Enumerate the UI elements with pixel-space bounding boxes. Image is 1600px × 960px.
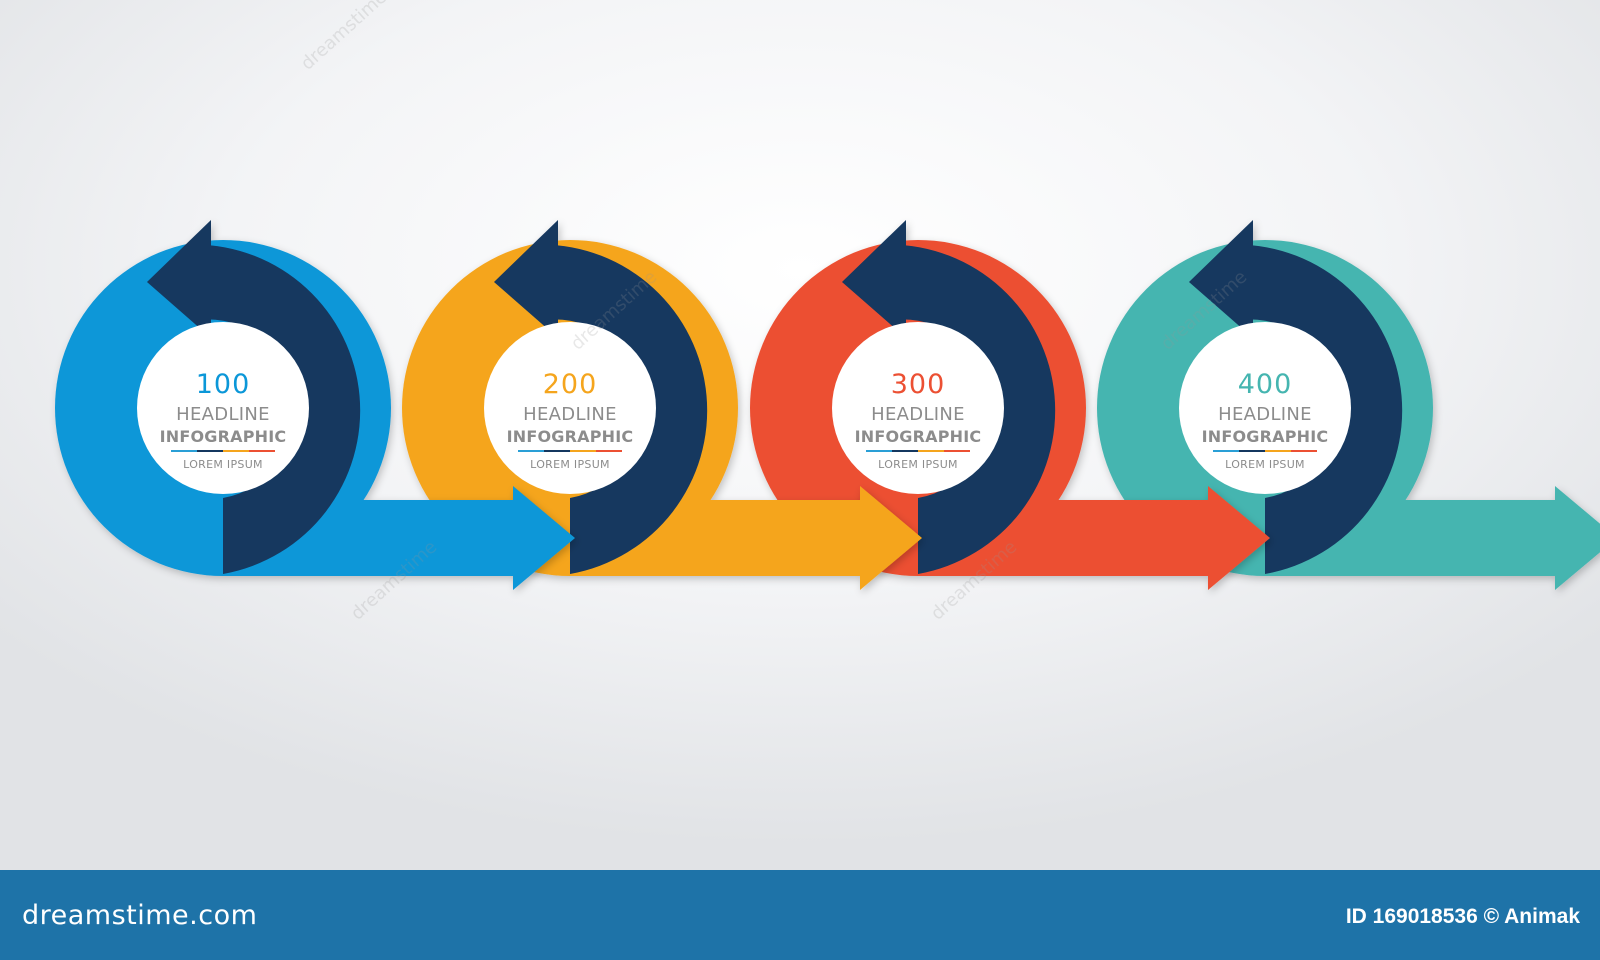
step-caption: LOREM IPSUM <box>1225 458 1305 471</box>
step-number: 300 <box>890 369 946 400</box>
footer-logo[interactable]: dreamstime.com <box>22 900 258 931</box>
step-subtitle: INFOGRAPHIC <box>854 427 982 446</box>
step-number: 200 <box>542 369 598 400</box>
step-underline <box>171 450 275 452</box>
step-underline <box>518 450 622 452</box>
step-caption: LOREM IPSUM <box>878 458 958 471</box>
step-group <box>402 219 922 590</box>
infographic-diagram <box>55 219 1600 590</box>
step-caption: LOREM IPSUM <box>530 458 610 471</box>
step-headline: HEADLINE <box>176 404 270 425</box>
step-dark-arc <box>541 244 708 574</box>
step-caption: LOREM IPSUM <box>183 458 263 471</box>
step-arc-arrowhead-icon <box>147 219 211 338</box>
step-headline: HEADLINE <box>523 404 617 425</box>
step-dark-arc <box>194 244 361 574</box>
step-underline <box>866 450 970 452</box>
step-number: 400 <box>1237 369 1293 400</box>
step-arc-arrowhead-icon <box>842 219 906 338</box>
step-number: 100 <box>195 369 251 400</box>
step-headline: HEADLINE <box>1218 404 1312 425</box>
step-subtitle: INFOGRAPHIC <box>159 427 287 446</box>
step-headline: HEADLINE <box>871 404 965 425</box>
step-subtitle: INFOGRAPHIC <box>1201 427 1329 446</box>
step-dark-arc <box>889 244 1056 574</box>
step-arc-arrowhead-icon <box>1189 219 1253 338</box>
footer-bar: dreamstime.com ID 169018536 © Animak <box>0 870 1600 960</box>
step-subtitle: INFOGRAPHIC <box>506 427 634 446</box>
footer-image-id: ID 169018536 © Animak <box>1345 905 1580 928</box>
step-dark-arc <box>1236 244 1403 574</box>
step-underline <box>1213 450 1317 452</box>
step-arc-arrowhead-icon <box>494 219 558 338</box>
